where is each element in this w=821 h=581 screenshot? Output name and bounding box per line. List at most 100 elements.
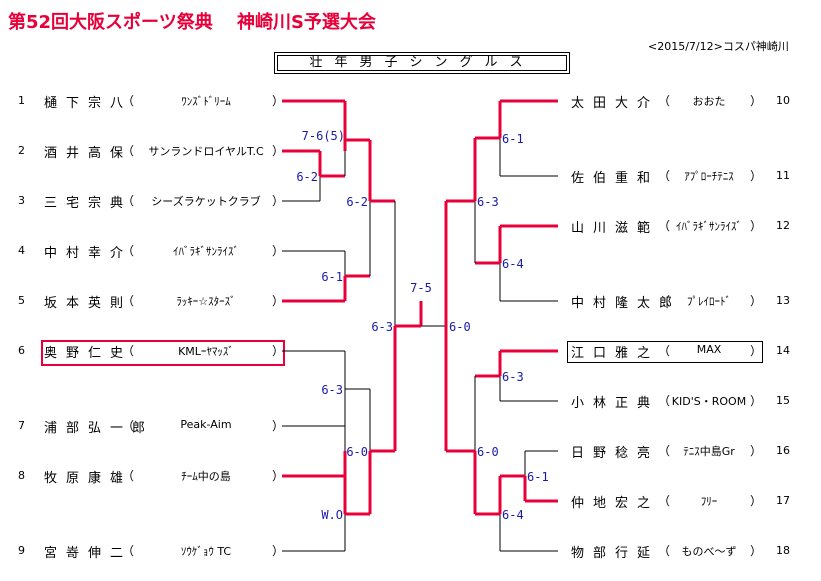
paren-close: ） xyxy=(272,419,285,433)
match-score: 6-0 xyxy=(477,445,499,459)
player-club: シーズラケットクラブ xyxy=(151,195,261,208)
player-seed: 6 xyxy=(18,344,25,357)
player-club: ﾌﾘｰ xyxy=(700,495,718,508)
player-club: ﾁｰﾑ中の島 xyxy=(181,470,231,483)
match-score: 6-3 xyxy=(477,195,499,209)
player-name: 佐伯重和 xyxy=(571,171,660,186)
player-seed: 15 xyxy=(776,394,790,407)
paren-open: （ xyxy=(658,494,671,508)
paren-open: （ xyxy=(658,219,671,233)
paren-open: （ xyxy=(658,444,671,458)
player-seed: 7 xyxy=(18,419,25,432)
paren-close: ） xyxy=(750,169,763,183)
player-seed: 5 xyxy=(18,294,25,307)
match-score: 6-1 xyxy=(321,270,343,284)
player-name: 奥野仁史 xyxy=(44,346,133,361)
match-score: 6-3 xyxy=(321,383,343,397)
player-seed: 1 xyxy=(18,94,25,107)
match-score: 6-1 xyxy=(502,132,524,146)
player-club: ものべ～ず xyxy=(681,545,737,558)
match-score: 6-2 xyxy=(346,195,368,209)
player-name: 江口雅之 xyxy=(571,346,660,361)
match-score: 6-1 xyxy=(527,470,549,484)
paren-close: ） xyxy=(272,294,285,308)
player-seed: 9 xyxy=(18,544,25,557)
player-club: ｿｳｹﾞｮｳ TC xyxy=(180,545,232,558)
paren-close: ） xyxy=(750,394,763,408)
player-club: ｱﾌﾟﾛｰﾁﾃﾆｽ xyxy=(684,170,734,183)
match-score: 6-3 xyxy=(502,370,524,384)
player-seed: 11 xyxy=(776,169,790,182)
player-club: ﾌﾟﾚｲﾛｰﾄﾞ xyxy=(687,295,731,308)
paren-open: （ xyxy=(122,244,135,258)
player-name: 日野稔亮 xyxy=(571,446,660,461)
paren-close: ） xyxy=(750,544,763,558)
paren-open: （ xyxy=(658,294,671,308)
player-name: 浦部弘一郎 xyxy=(44,421,155,436)
paren-close: ） xyxy=(750,494,763,508)
player-name: 坂本英則 xyxy=(44,296,133,311)
paren-close: ） xyxy=(750,94,763,108)
player-name: 樋下宗八 xyxy=(44,96,133,111)
paren-open: （ xyxy=(658,344,671,358)
paren-open: （ xyxy=(122,94,135,108)
match-score: 6-4 xyxy=(502,257,524,271)
player-seed: 14 xyxy=(776,344,790,357)
player-seed: 18 xyxy=(776,544,790,557)
paren-open: （ xyxy=(658,394,671,408)
player-seed: 3 xyxy=(18,194,25,207)
paren-close: ） xyxy=(272,244,285,258)
match-score: 6-2 xyxy=(296,170,318,184)
paren-open: （ xyxy=(122,419,135,433)
paren-close: ） xyxy=(272,544,285,558)
player-name: 物部行延 xyxy=(571,546,660,561)
page-title: 第52回大阪スポーツ祭典 神崎川S予選大会 xyxy=(8,12,376,33)
player-name: 牧原康雄 xyxy=(44,471,133,486)
paren-open: （ xyxy=(122,544,135,558)
paren-open: （ xyxy=(122,344,135,358)
player-club: Peak-Aim xyxy=(180,418,232,431)
match-score: 6-3 xyxy=(371,320,393,334)
paren-close: ） xyxy=(272,469,285,483)
draw-title: 壮年男子シングルス xyxy=(274,52,570,74)
player-name: 酒井高保 xyxy=(44,146,133,161)
match-score: 7-6(5) xyxy=(302,129,345,143)
player-club: ｲﾊﾞﾗｷﾞｻﾝﾗｲｽﾞ xyxy=(173,245,239,258)
paren-close: ） xyxy=(272,144,285,158)
player-club: ﾜﾝｽﾞﾄﾞﾘｰﾑ xyxy=(181,95,231,108)
player-seed: 8 xyxy=(18,469,25,482)
player-name: 山川滋範 xyxy=(571,221,660,236)
player-seed: 10 xyxy=(776,94,790,107)
paren-close: ） xyxy=(750,344,763,358)
match-score: 6-0 xyxy=(449,320,471,334)
player-seed: 17 xyxy=(776,494,790,507)
player-name: 三宅宗典 xyxy=(44,196,133,211)
player-club: ｲﾊﾞﾗｷﾞｻﾝﾗｲｽﾞ xyxy=(676,220,742,233)
paren-open: （ xyxy=(122,294,135,308)
player-seed: 13 xyxy=(776,294,790,307)
player-name: 中村幸介 xyxy=(44,246,133,261)
paren-close: ） xyxy=(272,94,285,108)
paren-open: （ xyxy=(122,194,135,208)
player-seed: 2 xyxy=(18,144,25,157)
match-score: 7-5 xyxy=(410,281,432,295)
paren-close: ） xyxy=(750,219,763,233)
player-seed: 16 xyxy=(776,444,790,457)
player-club: MAX xyxy=(696,343,722,356)
match-score: 6-4 xyxy=(502,508,524,522)
paren-open: （ xyxy=(658,94,671,108)
player-club: サンランドロイヤルT.C xyxy=(148,145,264,158)
match-score: 6-0 xyxy=(346,445,368,459)
paren-close: ） xyxy=(750,294,763,308)
paren-close: ） xyxy=(272,194,285,208)
player-club: KID'S・ROOM xyxy=(671,395,747,408)
match-score: W.O xyxy=(321,508,343,522)
player-seed: 4 xyxy=(18,244,25,257)
player-club: ﾗｯｷｰ☆ｽﾀｰｽﾞ xyxy=(176,295,236,308)
player-name: 太田大介 xyxy=(571,96,660,111)
player-club: ﾃﾆｽ中島Gr xyxy=(683,445,735,458)
seed-highlight-box xyxy=(567,341,763,363)
paren-close: ） xyxy=(750,444,763,458)
paren-open: （ xyxy=(658,544,671,558)
player-name: 宮嵜伸二 xyxy=(44,546,133,561)
